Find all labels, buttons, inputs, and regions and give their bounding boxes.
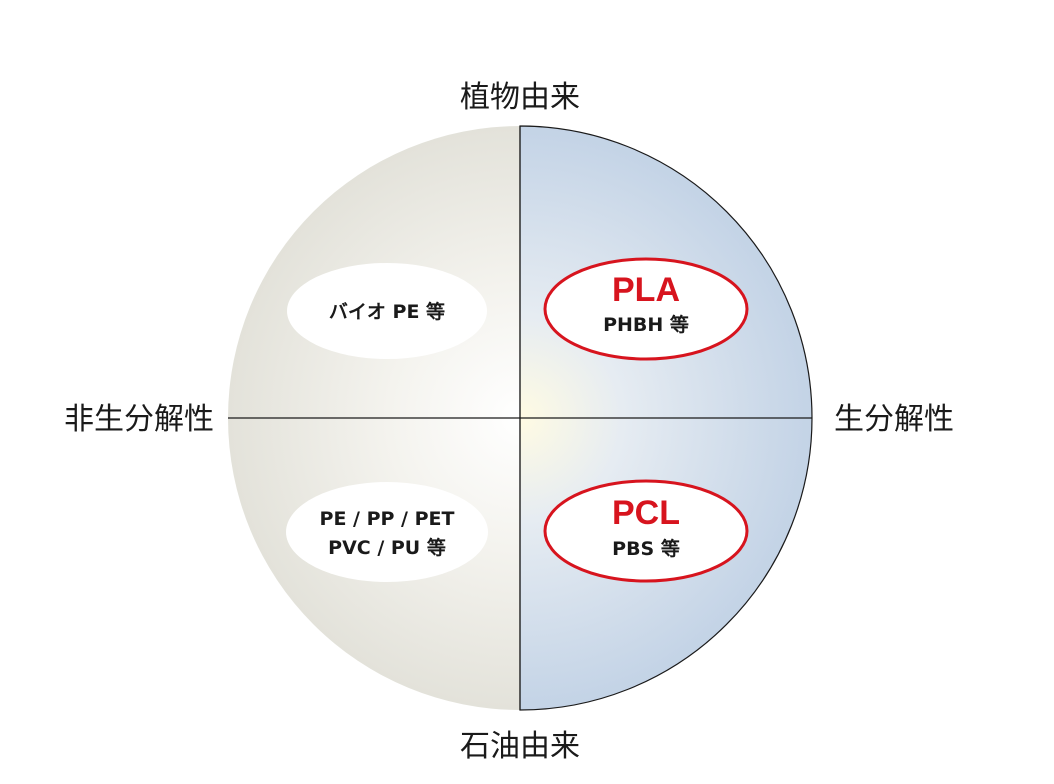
bubble-top-right-main: PLA: [612, 271, 680, 309]
bubble-top-right-shape: [543, 257, 749, 361]
bubble-top-left-line-1: バイオ PE 等: [329, 300, 445, 323]
bubble-bottom-left-line-1: PE / PP / PET: [320, 508, 455, 530]
bubble-bottom-right-sub: PBS 等: [612, 537, 680, 560]
bubble-top-left-shape: [287, 263, 487, 359]
axis-label-left: 非生分解性: [64, 402, 214, 437]
bubble-top-left: バイオ PE 等: [287, 263, 487, 359]
bubble-bottom-left-line-2: PVC / PU 等: [328, 536, 446, 559]
bubble-top-right: PLA PHBH 等: [543, 257, 749, 361]
bubble-bottom-right: PCL PBS 等: [543, 479, 749, 583]
axis-label-top: 植物由来: [460, 80, 580, 115]
bubble-top-right-sub: PHBH 等: [603, 313, 689, 336]
bubble-bottom-left: PE / PP / PET PVC / PU 等: [286, 482, 488, 582]
bubble-bottom-right-main: PCL: [612, 494, 680, 532]
bubble-bottom-right-shape: [543, 479, 749, 583]
bubble-bottom-left-shape: [286, 482, 488, 582]
axis-label-bottom: 石油由来: [460, 729, 580, 764]
axis-label-right: 生分解性: [834, 402, 954, 437]
